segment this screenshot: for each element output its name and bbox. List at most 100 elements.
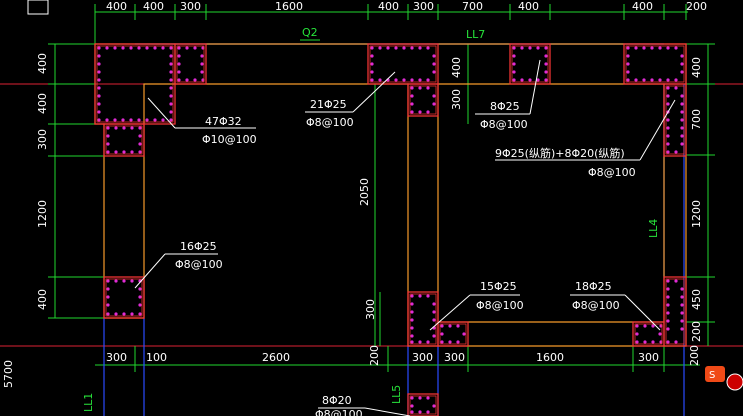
rebar-dot	[378, 78, 382, 82]
app-badge-icon[interactable]: S	[705, 366, 743, 391]
rebar-dot	[440, 340, 444, 344]
rebar-dot	[177, 62, 181, 66]
rebar-dot	[169, 94, 173, 98]
rebar-dot	[432, 302, 436, 306]
stirrup-outline	[176, 45, 205, 83]
rebar-dot	[651, 324, 655, 328]
rebar-dot	[410, 86, 414, 90]
rebar-dot	[666, 126, 670, 130]
rebar-dot	[113, 118, 117, 122]
rebar-dot	[643, 340, 647, 344]
rebar-dot	[432, 318, 436, 322]
label-ll5: LL5	[390, 385, 403, 404]
rebar-dot	[106, 312, 110, 316]
rebar-dot	[200, 62, 204, 66]
rebar-dot	[114, 312, 118, 316]
rebar-dot	[410, 102, 414, 106]
rebar-dot	[130, 126, 134, 130]
rebar-dot	[680, 54, 684, 58]
rebar-dot	[200, 54, 204, 58]
rebar-dot	[666, 102, 670, 106]
rebar-dot	[122, 279, 126, 283]
rebar-dot	[651, 340, 655, 344]
rebar-dot	[680, 118, 684, 122]
annotation-stirrup: Φ8@100	[175, 258, 223, 271]
rebar-dot	[410, 404, 414, 408]
rebar-dot	[666, 311, 670, 315]
rebar-dot	[378, 46, 382, 50]
rebar-dot	[432, 102, 436, 106]
column-c1c	[103, 123, 145, 157]
rebar-dot	[432, 334, 436, 338]
annotation-bars: 47Φ32	[205, 115, 242, 128]
rebar-dot	[680, 62, 684, 66]
rebar-dot	[418, 294, 422, 298]
rebar-dot	[153, 118, 157, 122]
rebar-dot	[386, 46, 390, 50]
annotation-stirrup: Φ10@100	[202, 133, 257, 146]
rebar-dot	[680, 94, 684, 98]
bottom-dim-text: 300	[638, 351, 659, 364]
rebar-dot	[432, 70, 436, 74]
rebar-dot	[97, 118, 101, 122]
right-dim-text: 450	[690, 289, 703, 310]
rebar-dot	[130, 312, 134, 316]
rebar-dots	[96, 45, 685, 415]
rebar-dot	[666, 150, 670, 154]
rebar-dot	[418, 396, 422, 400]
rebar-dot	[121, 118, 125, 122]
rebar-dot	[462, 332, 466, 336]
rebar-dot	[177, 70, 181, 74]
rebar-dot	[169, 118, 173, 122]
rebar-dot	[410, 294, 414, 298]
top-dim-text: 400	[518, 0, 539, 13]
rebar-dot	[97, 46, 101, 50]
rebar-dot	[658, 46, 662, 50]
rebar-dot	[370, 70, 374, 74]
rebar-dot	[544, 46, 548, 50]
rebar-dot	[200, 70, 204, 74]
rebar-dot	[169, 102, 173, 106]
rebar-dot	[666, 295, 670, 299]
column-c4b	[663, 83, 687, 157]
rebar-dot	[129, 118, 133, 122]
rebar-dot	[432, 54, 436, 58]
rebar-dot	[626, 78, 630, 82]
rebar-dot	[528, 78, 532, 82]
rebar-dot	[432, 62, 436, 66]
rebar-dot	[418, 78, 422, 82]
rebar-dot	[544, 62, 548, 66]
rebar-dot	[138, 303, 142, 307]
rebar-dot	[138, 312, 142, 316]
rebar-dot	[626, 70, 630, 74]
rebar-dot	[426, 396, 430, 400]
column-c4	[623, 43, 687, 85]
stirrup-outline	[409, 395, 437, 415]
annotation-bars: 15Φ25	[480, 280, 517, 293]
annotation-stirrup: Φ8@100	[480, 118, 528, 131]
inner-dim-text: 300	[450, 89, 463, 110]
label-q2: Q2	[302, 26, 318, 39]
annotation-stirrup: Φ8@100	[315, 408, 363, 416]
rebar-dot	[666, 94, 670, 98]
rebar-dot	[418, 46, 422, 50]
rebar-dot	[432, 94, 436, 98]
stirrup-outline	[96, 45, 174, 123]
label-ll7: LL7	[466, 28, 485, 41]
rebar-dot	[153, 46, 157, 50]
rebar-dot	[106, 303, 110, 307]
rebar-dot	[634, 46, 638, 50]
stirrup-outline	[625, 45, 685, 83]
rebar-dot	[512, 54, 516, 58]
right-dim-text: 200	[690, 321, 703, 342]
annotation-bars: 21Φ25	[310, 98, 347, 111]
rebar-dot	[680, 126, 684, 130]
stirrup-outline	[409, 293, 437, 345]
stirrup-outline	[665, 85, 685, 155]
rebar-dot	[114, 126, 118, 130]
bottom-dim-text: 300	[444, 351, 465, 364]
rebar-dot	[105, 118, 109, 122]
rebar-dot	[138, 134, 142, 138]
rebar-dot	[520, 78, 524, 82]
label-ll1: LL1	[82, 393, 95, 412]
